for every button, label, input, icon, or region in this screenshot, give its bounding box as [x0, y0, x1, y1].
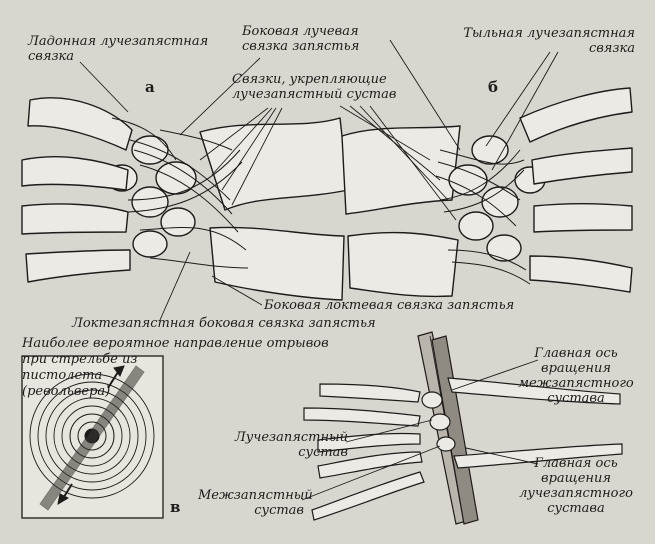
label-ulnocarpal-collateral-ligament: Локтезапястная боковая связка запястья — [72, 316, 376, 331]
wrist-palmar-view-drawing — [21, 97, 349, 301]
hand-bones-drawing — [303, 331, 623, 525]
label-palmar-radiocarpal-ligament: Ладонная лучезапястная связка — [28, 34, 209, 64]
label-shot-direction-caption: Наиболее вероятное направление отрывов п… — [22, 336, 329, 399]
leader-lines-c — [301, 359, 539, 501]
label-midcarpal-joint: Межзапястный сустав — [198, 488, 313, 518]
figure-letter-c: в — [170, 498, 181, 516]
leader-lines — [79, 39, 559, 321]
figure-letter-b: б — [488, 78, 499, 96]
label-radial-collateral-ligament: Боковая лучевая связка запястья — [242, 24, 360, 54]
label-radiocarpal-rotation-axis: Главная ось вращения лучезапястного суст… — [519, 456, 633, 516]
figure-letter-a: а — [145, 78, 155, 96]
label-midcarpal-rotation-axis: Главная ось вращения межзапястного суста… — [518, 346, 634, 406]
label-ulnar-collateral-ligament: Боковая локтевая связка запястья — [264, 298, 515, 313]
label-wrist-joint-ligaments: Связки, укрепляющие лучезапястный сустав — [232, 72, 397, 102]
target-diagram — [21, 355, 164, 519]
label-radiocarpal-joint: Лучезапястный сустав — [234, 430, 348, 460]
label-dorsal-radiocarpal-ligament: Тыльная лучезапястная связка — [463, 26, 635, 56]
wrist-dorsal-view-drawing — [341, 87, 633, 298]
